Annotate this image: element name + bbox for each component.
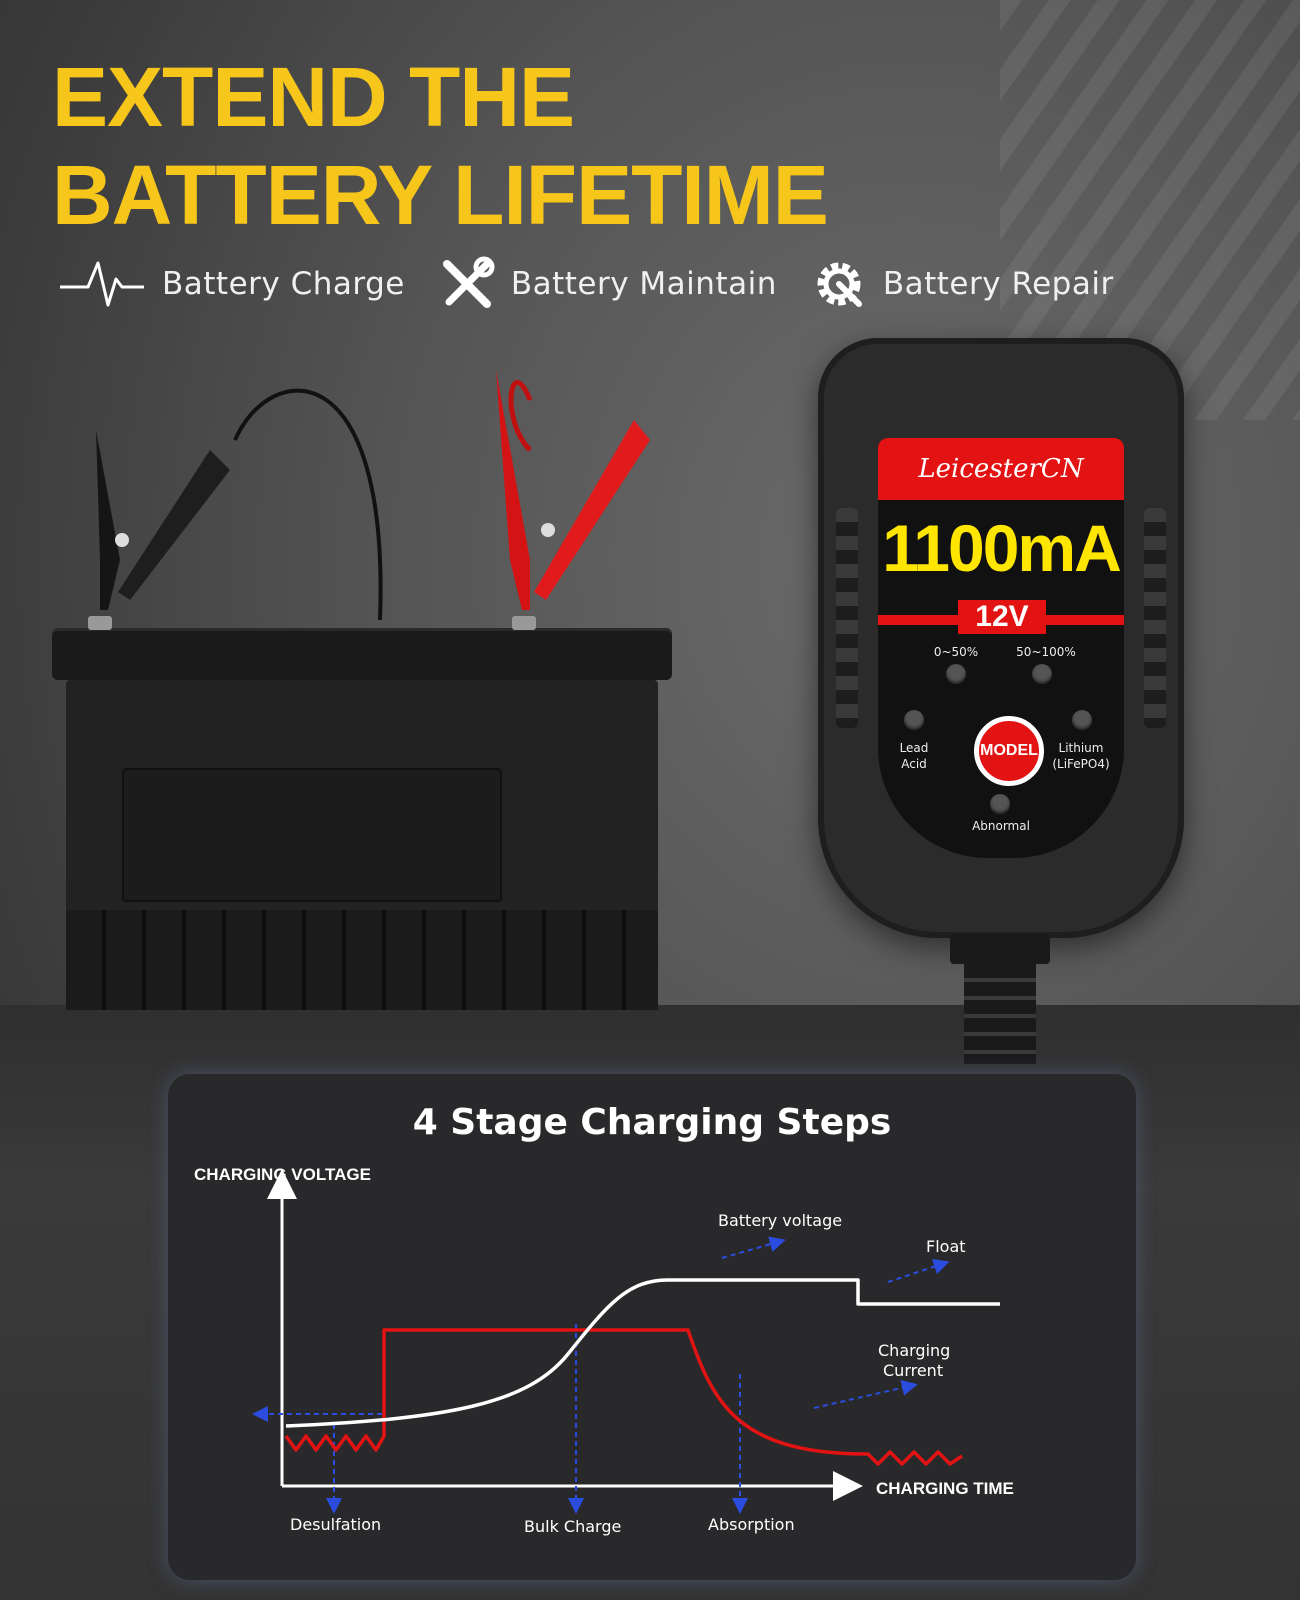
gear-wrench-icon xyxy=(817,262,862,307)
red-clamp xyxy=(496,370,650,610)
negative-terminal xyxy=(88,616,112,630)
charger-cable xyxy=(964,964,1036,1064)
black-cable xyxy=(233,388,383,620)
brand-bar: LeicesterCN xyxy=(878,438,1124,500)
high-charge-label: 50~100% xyxy=(1016,645,1076,659)
abnormal-led xyxy=(990,794,1010,814)
left-grip xyxy=(836,508,858,728)
lithium-led xyxy=(1072,710,1092,730)
model-button[interactable]: MODEL xyxy=(974,716,1044,786)
charging-chart: CHARGING VOLTAGE CHARGING TIME Battery v… xyxy=(194,1165,1014,1536)
low-charge-label: 0~50% xyxy=(933,645,979,659)
feature-label: Battery Maintain xyxy=(510,266,777,302)
battery-ribs xyxy=(66,910,658,1010)
battery-body xyxy=(66,680,658,1010)
battery-clamps xyxy=(96,370,650,620)
stage-bulk-charge: Bulk Charge xyxy=(524,1517,621,1536)
pulse-icon xyxy=(60,261,144,307)
feature-battery-maintain: Battery Maintain xyxy=(439,256,777,312)
chart-title: 4 Stage Charging Steps xyxy=(412,1102,892,1143)
charger-face: LeicesterCN 1100mA 12V 0~50% 50~100% Lea… xyxy=(878,438,1124,858)
tools-icon xyxy=(442,256,495,308)
abnormal-label: Abnormal xyxy=(972,819,1030,833)
lead-acid-led xyxy=(904,710,924,730)
x-axis-label: CHARGING TIME xyxy=(876,1479,1014,1498)
voltage-rating: 12V xyxy=(958,600,1046,634)
stage-desulfation: Desulfation xyxy=(290,1515,381,1534)
headline-line-1: EXTEND THE xyxy=(52,50,575,144)
current-rating: 1100mA xyxy=(882,511,1122,585)
charging-current-line xyxy=(284,1328,963,1466)
feature-label: Battery Charge xyxy=(162,266,405,302)
feature-battery-charge: Battery Charge xyxy=(58,257,405,311)
low-charge-led xyxy=(946,664,966,684)
battery-charger: LeicesterCN 1100mA 12V 0~50% 50~100% Lea… xyxy=(818,338,1184,1064)
car-battery-image xyxy=(52,616,672,1018)
y-axis-label: CHARGING VOLTAGE xyxy=(194,1165,371,1184)
positive-terminal xyxy=(512,616,536,630)
feature-list: Battery Charge Battery Maintain Battery … xyxy=(58,256,1148,312)
battery-voltage-line xyxy=(285,1278,1000,1428)
charger-shell: LeicesterCN 1100mA 12V 0~50% 50~100% Lea… xyxy=(818,338,1184,938)
brand-logo: LeicesterCN xyxy=(918,454,1084,484)
red-cable xyxy=(508,380,533,452)
feature-battery-repair: Battery Repair xyxy=(811,256,1114,312)
feature-label: Battery Repair xyxy=(882,266,1114,302)
battery-lid xyxy=(52,616,672,680)
charging-current-annotation-2: Current xyxy=(883,1361,943,1380)
stage-absorption: Absorption xyxy=(708,1515,795,1534)
headline-line-2: BATTERY LIFETIME xyxy=(52,148,829,242)
lead-acid-label: Lead Acid xyxy=(899,741,929,771)
charging-stages-panel: 4 Stage Charging Steps CHARGING VOLTAGE … xyxy=(168,1074,1136,1580)
battery-label-area xyxy=(122,768,502,902)
charger-cable-strain-relief xyxy=(950,934,1050,964)
headline: EXTEND THE BATTERY LIFETIME xyxy=(52,48,829,244)
charging-current-annotation-1: Charging xyxy=(878,1341,950,1360)
high-charge-led xyxy=(1032,664,1052,684)
lithium-label: Lithium (LiFePO4) xyxy=(1052,741,1110,771)
float-annotation: Float xyxy=(926,1237,966,1256)
charging-current-pointer xyxy=(813,1379,918,1409)
battery-voltage-pointer xyxy=(721,1236,786,1259)
right-grip xyxy=(1144,508,1166,728)
float-pointer xyxy=(887,1258,950,1283)
black-clamp xyxy=(96,430,230,610)
battery-voltage-annotation: Battery voltage xyxy=(718,1211,842,1230)
